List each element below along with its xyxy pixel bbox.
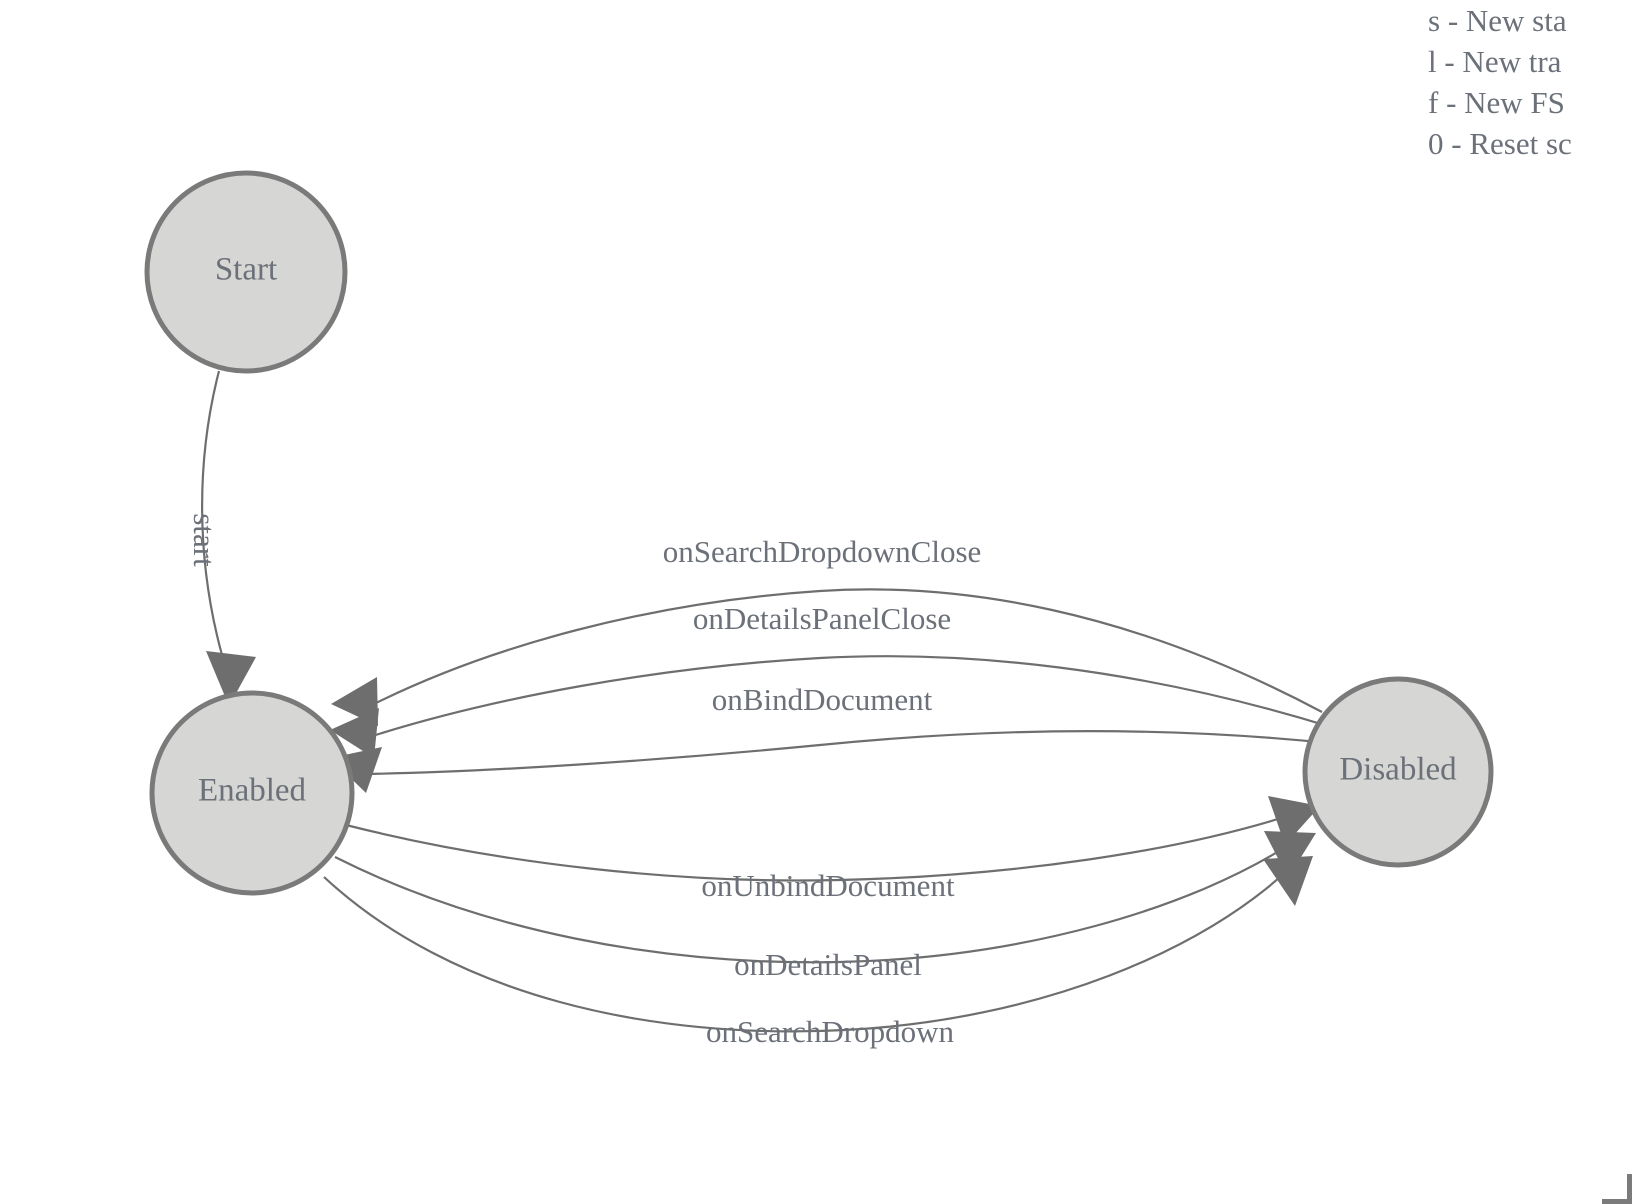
- transition-ondetailspanelclose-label: onDetailsPanelClose: [693, 601, 951, 636]
- transition-onsearchdropdownclose-path[interactable]: [365, 588, 1323, 713]
- state-node-disabled-circle[interactable]: [1302, 676, 1494, 868]
- state-node-disabled-label: Disabled: [1339, 752, 1457, 788]
- transition-onbinddocument-path[interactable]: [363, 730, 1339, 776]
- state-node-disabled[interactable]: Disabled: [1302, 676, 1494, 868]
- state-node-start[interactable]: Start: [144, 170, 348, 374]
- transition-onsearchdropdownclose[interactable]: onSearchDropdownClose: [331, 534, 1323, 726]
- transition-onunbinddocument-path[interactable]: [345, 810, 1301, 882]
- state-node-start-label: Start: [215, 252, 277, 288]
- state-node-enabled-label: Enabled: [198, 773, 307, 809]
- transition-onsearchdropdown-arrowhead: [1263, 856, 1313, 906]
- transition-ondetailspanel-path[interactable]: [334, 840, 1296, 964]
- transition-onsearchdropdown-label: onSearchDropdown: [706, 1014, 954, 1049]
- transition-start-path[interactable]: [201, 370, 224, 656]
- transition-ondetailspanelclose[interactable]: onDetailsPanelClose: [330, 601, 1332, 758]
- transition-onsearchdropdown-path[interactable]: [323, 865, 1293, 1033]
- transition-start-arrowhead: [206, 651, 256, 706]
- transition-ondetailspanel-label: onDetailsPanel: [734, 947, 922, 982]
- transition-onsearchdropdown[interactable]: onSearchDropdown: [323, 856, 1313, 1049]
- transition-ondetailspanelclose-path[interactable]: [365, 655, 1332, 740]
- transition-ondetailspanelclose-arrowhead: [330, 708, 379, 758]
- transition-onbinddocument-label: onBindDocument: [712, 682, 933, 717]
- transition-start-label: start: [187, 513, 222, 567]
- transition-ondetailspanel-arrowhead: [1264, 831, 1316, 878]
- resize-corner-handle[interactable]: [1602, 1174, 1632, 1204]
- state-node-enabled[interactable]: Enabled: [149, 690, 355, 896]
- transition-start[interactable]: start: [187, 370, 256, 706]
- transition-onsearchdropdownclose-label: onSearchDropdownClose: [663, 534, 982, 569]
- state-node-enabled-circle[interactable]: [149, 690, 355, 896]
- transition-onbinddocument[interactable]: onBindDocument: [330, 682, 1339, 793]
- transition-onunbinddocument[interactable]: onUnbindDocument: [345, 796, 1320, 903]
- transition-onunbinddocument-label: onUnbindDocument: [701, 868, 955, 903]
- transition-ondetailspanel[interactable]: onDetailsPanel: [334, 831, 1316, 982]
- state-node-start-circle[interactable]: [144, 170, 348, 374]
